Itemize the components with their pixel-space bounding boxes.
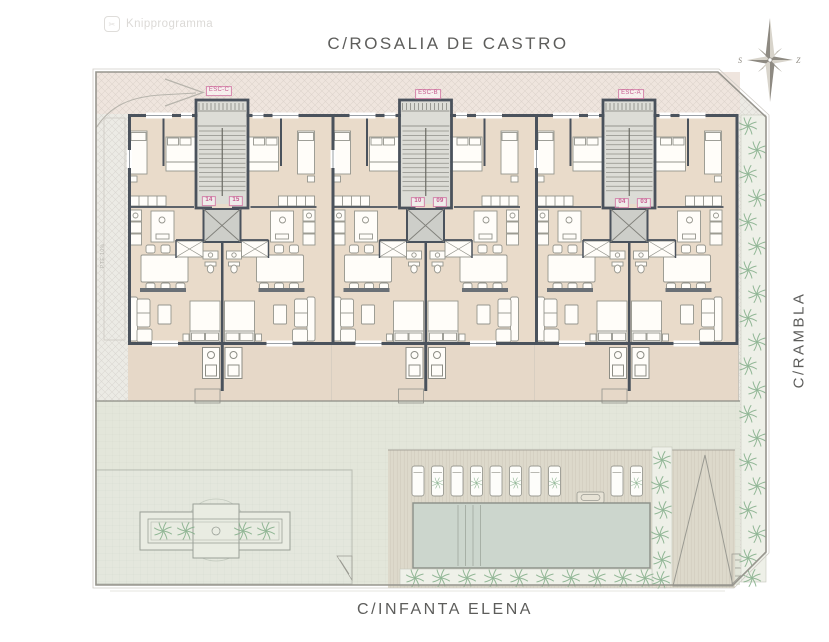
stairwell-label-esc-c: ESC-C xyxy=(205,86,233,96)
watermark: ✂ Knipprogramma xyxy=(104,16,213,32)
street-right-label: C/RAMBLA xyxy=(790,291,808,389)
swimming-pool xyxy=(412,502,651,569)
unit-tag-04: 04 xyxy=(614,198,630,208)
garden xyxy=(95,469,353,585)
compass-star xyxy=(747,18,793,102)
unit-tag-09: 09 xyxy=(432,197,448,207)
pool-hedge xyxy=(651,446,673,586)
driveway-markings xyxy=(95,78,205,341)
watermark-label: Knipprogramma xyxy=(126,18,214,30)
street-bottom-label: C/INFANTA ELENA xyxy=(357,601,533,618)
building-block-3 xyxy=(534,100,739,403)
building xyxy=(95,100,740,403)
stairwell-label-esc-a: ESC-A xyxy=(618,89,644,99)
compass-west-letter: S xyxy=(738,56,742,65)
ramp-triangle xyxy=(672,454,734,587)
street-top-label: C/ROSALIA DE CASTRO xyxy=(327,34,569,53)
ramp-slope-label: PTE 10% xyxy=(100,243,106,268)
parcel-boundary xyxy=(95,71,767,586)
compass-east-letter: Z xyxy=(796,56,801,65)
pool-area xyxy=(388,446,763,589)
unit-tag-15: 15 xyxy=(228,196,244,206)
knipprogramma-icon: ✂ xyxy=(104,16,120,32)
compass-icon: S Z xyxy=(738,18,801,102)
building-block-1 xyxy=(127,100,332,403)
building-block-2 xyxy=(331,100,536,403)
unit-tag-14: 14 xyxy=(201,196,217,206)
right-plant-strip xyxy=(739,114,766,587)
site-plan xyxy=(92,68,770,592)
unit-tag-10: 10 xyxy=(410,197,426,207)
stairwell-label-esc-b: ESC-B xyxy=(415,89,441,99)
unit-tag-03: 03 xyxy=(636,198,652,208)
